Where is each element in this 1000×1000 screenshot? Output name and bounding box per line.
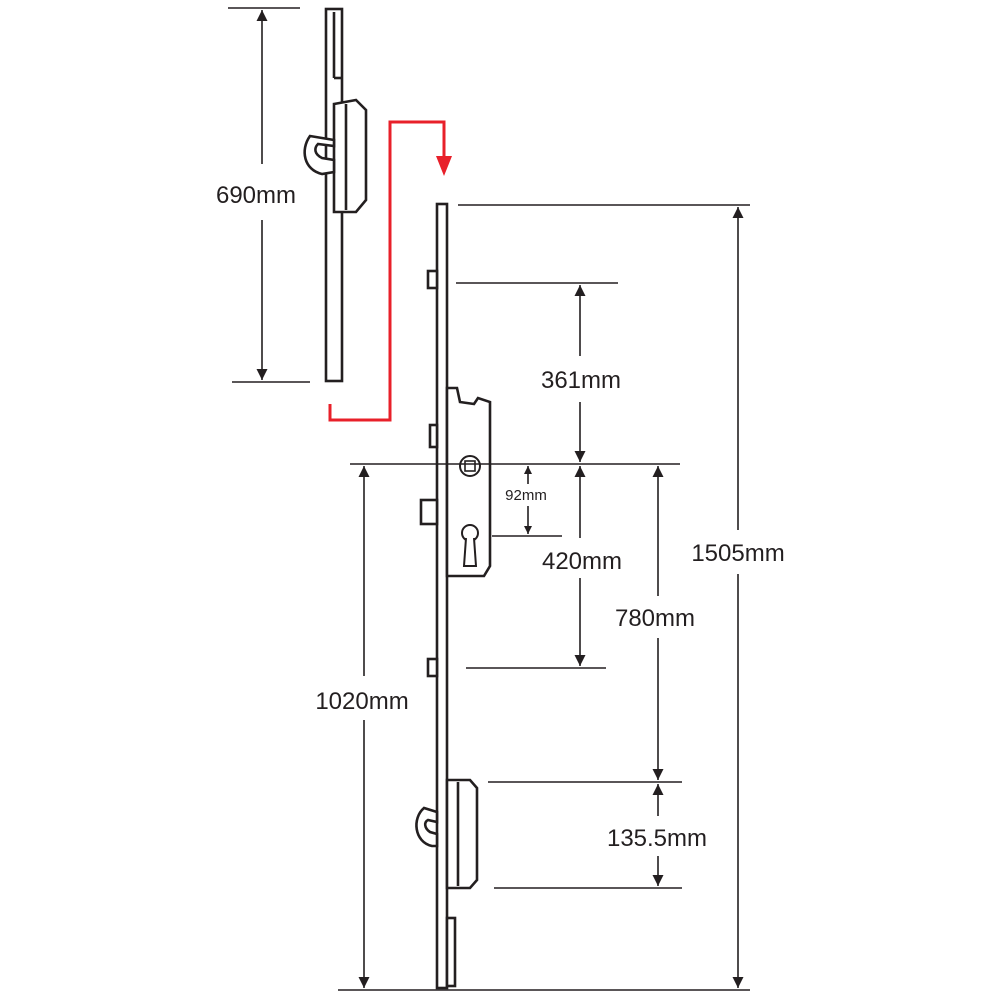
label-420mm: 420mm [542,548,622,575]
connector-arrow [328,120,452,422]
dimension-135-5mm: 135.5mm [607,784,707,886]
label-690mm: 690mm [216,182,296,209]
deadbolt [419,498,439,526]
label-135-5mm: 135.5mm [607,825,707,852]
bottom-shoot-bolt [445,916,457,988]
main-lock-bar [415,202,492,990]
label-1505mm: 1505mm [691,540,784,567]
label-780mm: 780mm [615,605,695,632]
top-hook-bolt [303,134,336,176]
upper-shoot-bolt [428,423,439,449]
dimension-780mm: 780mm [615,466,695,780]
dimension-92mm: 92mm [505,466,547,534]
dimension-1505mm: 1505mm [691,207,785,988]
reference-lines [338,204,750,991]
dimension-1020mm: 1020mm [315,466,409,988]
gearbox [445,386,492,578]
upper-roller-bolt [426,269,439,290]
lower-hook-bolt [415,806,439,848]
lower-roller-bolt [426,657,439,678]
label-361mm: 361mm [541,367,621,394]
label-92mm: 92mm [505,487,547,504]
dimension-top-extension: 690mm [216,7,310,383]
spindle-hole [459,455,481,477]
dimension-420mm: 420mm [542,466,622,666]
top-hook-bolt-box [332,98,368,214]
top-extension-bar [303,7,368,383]
dimension-361mm: 361mm [541,285,621,462]
euro-cylinder-hole [461,524,479,567]
label-1020mm: 1020mm [315,688,408,715]
lower-hook-bolt-box [445,778,479,890]
